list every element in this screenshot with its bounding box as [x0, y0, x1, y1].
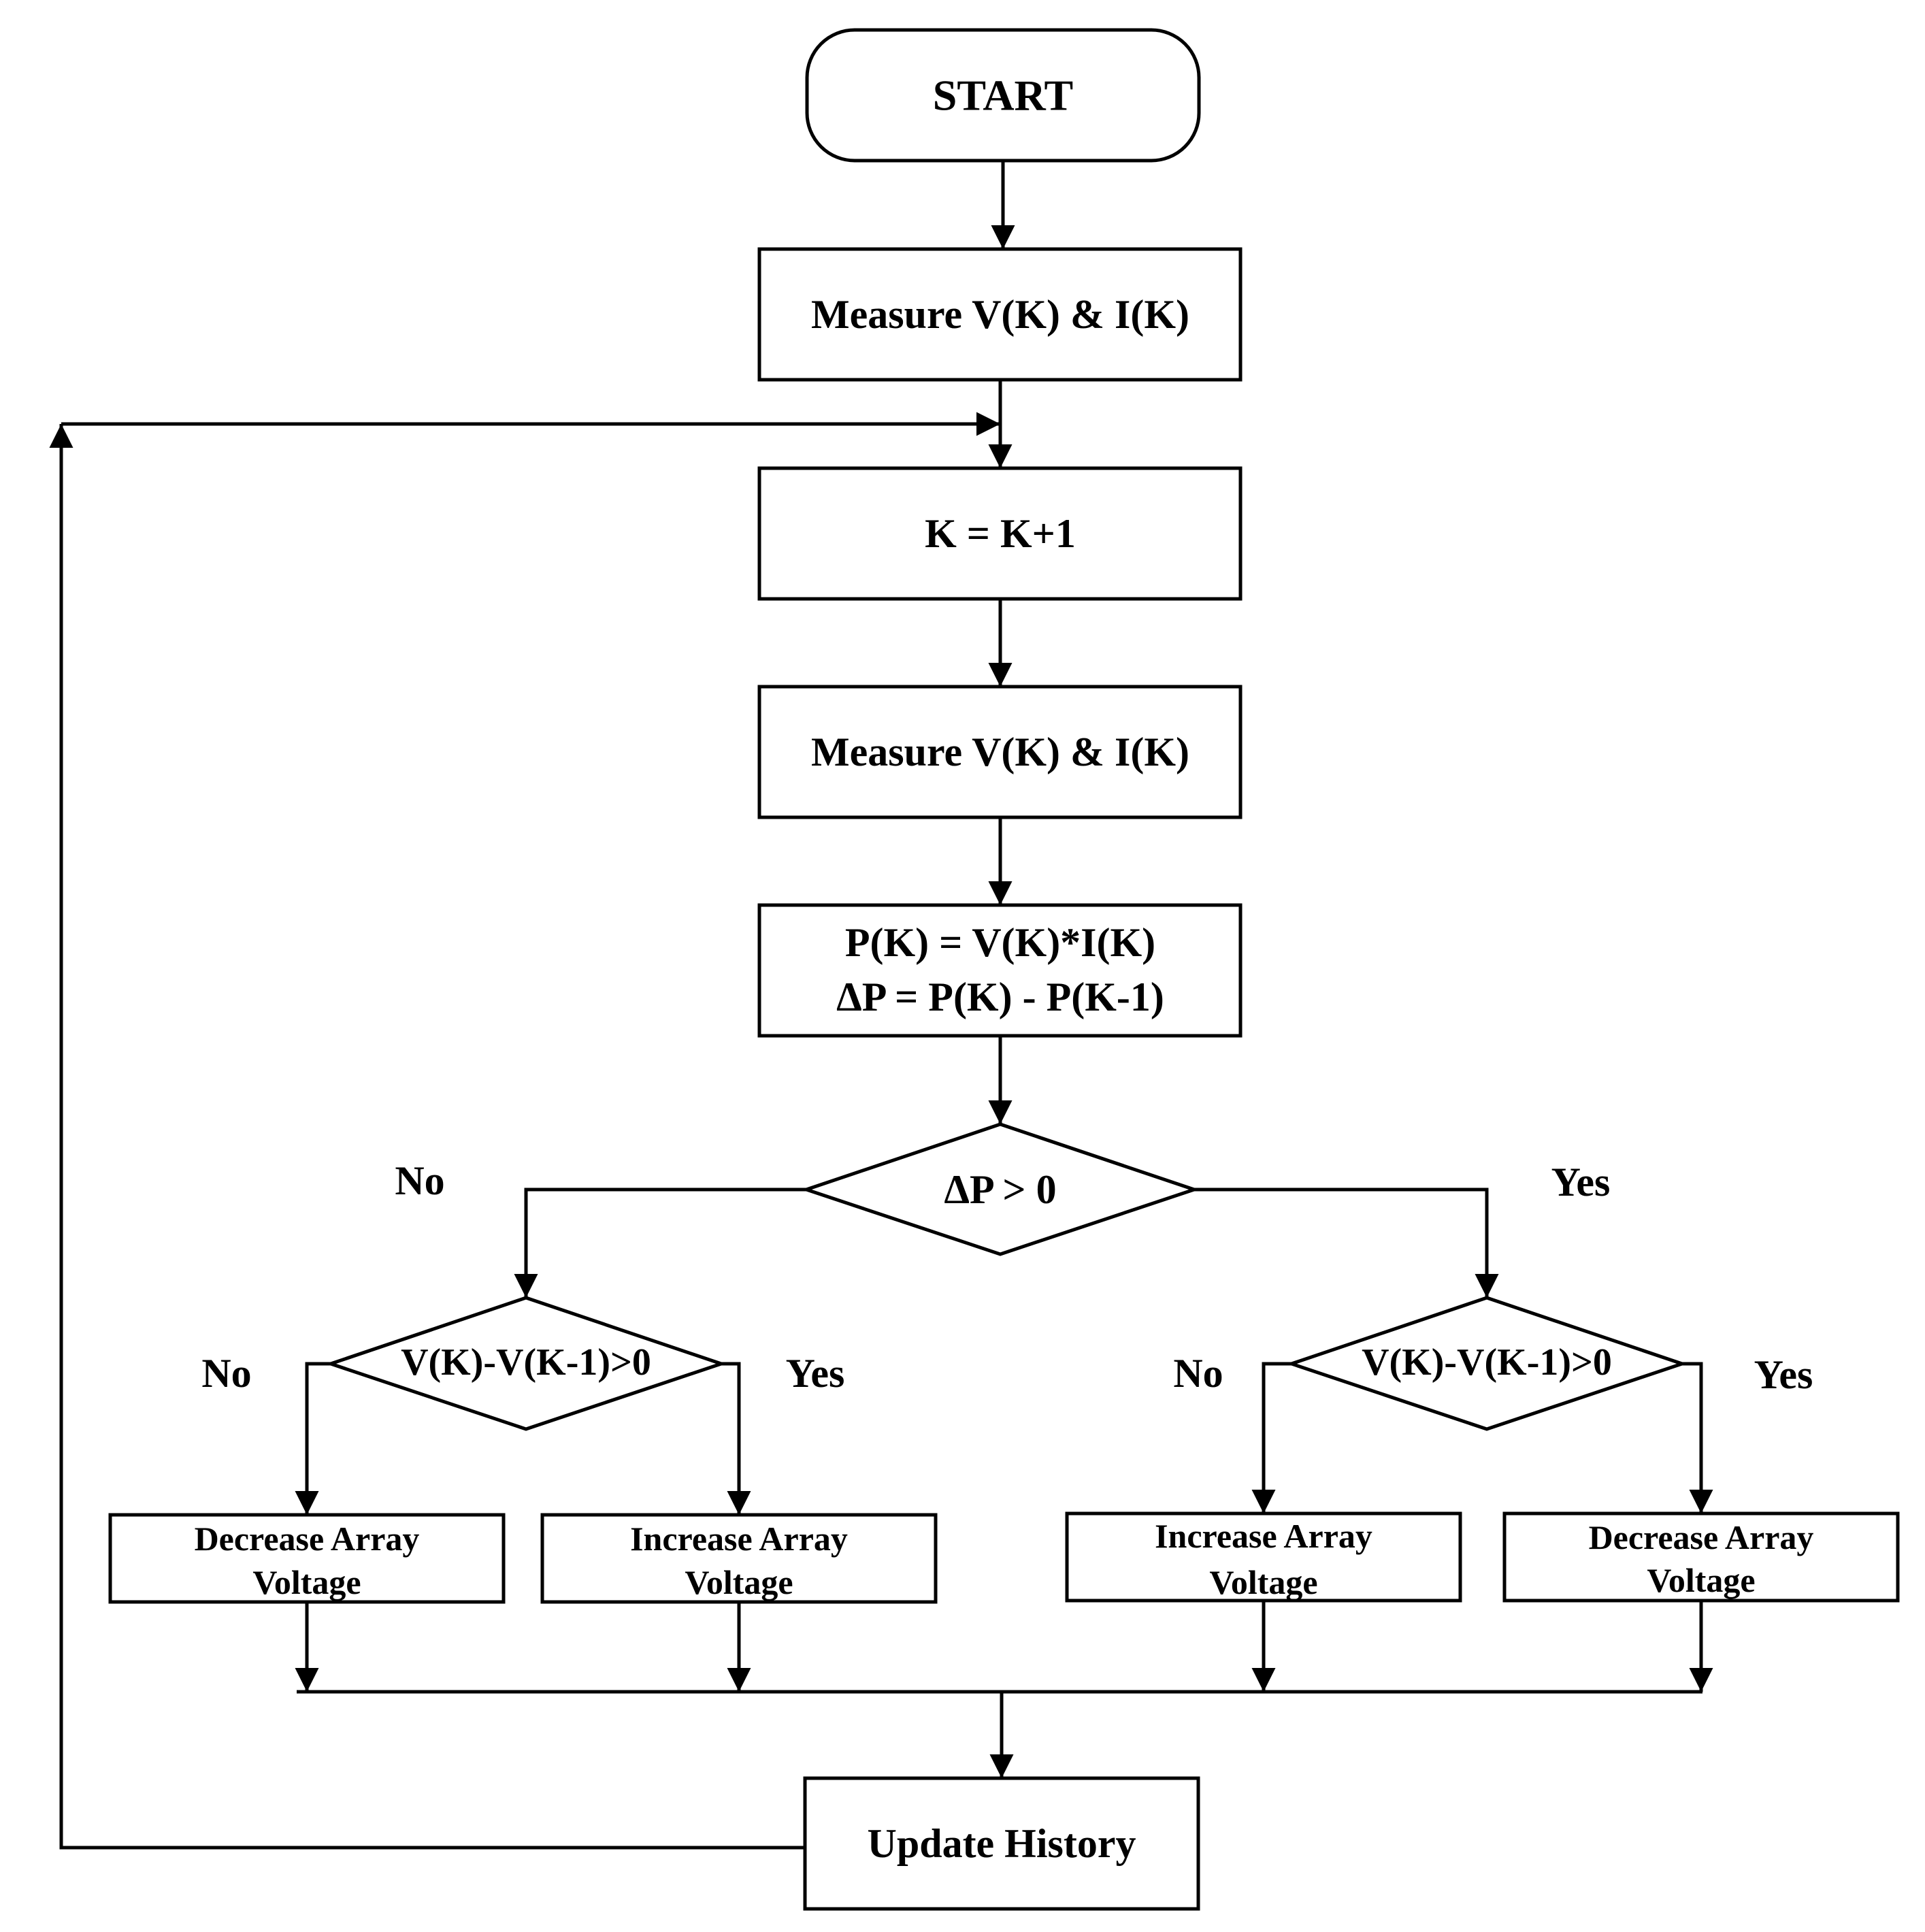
measure-box-2: Measure V(K) & I(K) — [757, 685, 1243, 819]
action-box-4: Decrease Array Voltage — [1502, 1511, 1900, 1603]
power-calc-line-2: ΔP = P(K) - P(K-1) — [836, 975, 1164, 1019]
action-box-1-line-1: Decrease Array — [195, 1520, 420, 1558]
update-history-box: Update History — [803, 1776, 1200, 1911]
start-label: START — [933, 71, 1073, 120]
increment-box: K = K+1 — [757, 466, 1243, 601]
action-box-2-line-1: Increase Array — [630, 1520, 848, 1558]
action-box-4-line-2: Voltage — [1647, 1561, 1755, 1599]
increment-label: K = K+1 — [925, 511, 1076, 556]
loop-back-arrow — [49, 424, 805, 1850]
action-box-2: Increase Array Voltage — [540, 1513, 938, 1604]
left-yes-branch-arrow — [721, 1362, 751, 1515]
measure-box-1-label: Measure V(K) & I(K) — [811, 292, 1189, 337]
power-no-branch-arrow — [514, 1188, 806, 1298]
action-box-3: Increase Array Voltage — [1065, 1511, 1462, 1603]
action-box-3-line-2: Voltage — [1209, 1563, 1317, 1601]
right-decision-no-label: No — [1173, 1351, 1223, 1396]
update-history-label: Update History — [868, 1821, 1136, 1866]
action-box-1: Decrease Array Voltage — [108, 1513, 506, 1604]
left-voltage-decision: V(K)-V(K-1)>0 — [325, 1296, 727, 1431]
left-decision-yes-label: Yes — [786, 1351, 845, 1396]
right-voltage-decision-label: V(K)-V(K-1)>0 — [1362, 1341, 1612, 1383]
power-calc-line-1: P(K) = V(K)*I(K) — [845, 920, 1155, 965]
measure-box-2-label: Measure V(K) & I(K) — [811, 730, 1189, 774]
action-box-1-line-2: Voltage — [252, 1563, 361, 1601]
left-decision-no-label: No — [201, 1351, 251, 1396]
power-decision: ΔP > 0 — [801, 1122, 1200, 1256]
right-yes-branch-arrow — [1682, 1362, 1713, 1513]
left-no-branch-arrow — [295, 1362, 331, 1515]
action-box-2-line-2: Voltage — [685, 1563, 793, 1601]
power-decision-no-label: No — [395, 1158, 444, 1203]
power-yes-branch-arrow — [1194, 1188, 1499, 1298]
measure-box-1: Measure V(K) & I(K) — [757, 247, 1243, 382]
right-voltage-decision: V(K)-V(K-1)>0 — [1286, 1296, 1688, 1431]
right-decision-yes-label: Yes — [1754, 1352, 1813, 1397]
left-voltage-decision-label: V(K)-V(K-1)>0 — [401, 1341, 651, 1383]
right-no-branch-arrow — [1251, 1362, 1291, 1513]
start-node: START — [805, 28, 1201, 163]
power-decision-yes-label: Yes — [1551, 1160, 1611, 1205]
action-box-3-line-1: Increase Array — [1155, 1517, 1372, 1555]
power-calc-box: P(K) = V(K)*I(K) ΔP = P(K) - P(K-1) — [757, 903, 1243, 1038]
action-box-4-line-1: Decrease Array — [1589, 1518, 1814, 1556]
power-decision-label: ΔP > 0 — [944, 1167, 1056, 1212]
